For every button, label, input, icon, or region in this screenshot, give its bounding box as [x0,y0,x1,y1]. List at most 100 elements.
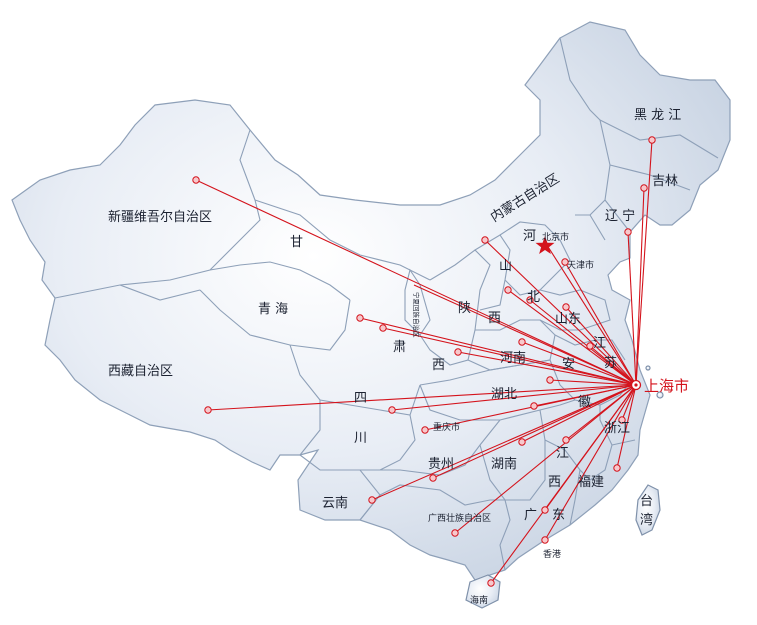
route-hunan [521,384,637,443]
label-guizhou: 贵州 [428,457,454,472]
label-taiwan-2: 湾 [640,512,653,528]
route-neimenggu [484,239,637,386]
route-shandong [565,306,637,386]
label-shanxi-1: 山 [499,259,512,274]
label-ningxia: 宁夏回族自治区 [412,292,421,338]
label-liaoning: 辽 宁 [605,208,635,224]
label-jiangsu-2: 苏 [604,355,617,371]
zhoushan-islet [656,391,664,399]
route-shaanxi [457,351,637,386]
route-zhejiang [621,384,637,421]
label-taiwan-1: 台 [640,494,653,509]
label-shaanxi-2: 西 [432,358,445,373]
dot-sichuan [388,406,396,414]
dot-liaoning [624,228,632,236]
dot-ningxia [379,324,387,332]
label-zhejiang: 浙江 [604,421,630,436]
china-mainland-outline [11,21,731,581]
label-xianggang: 香港 [543,548,561,560]
label-anhui-2: 徽 [578,395,591,410]
label-guangdong-1: 广 [524,508,537,523]
route-hainan [490,384,637,584]
dot-fujian [613,464,621,472]
route-fujian [616,384,637,469]
route-guizhou [432,384,637,479]
label-fujian: 福建 [578,475,604,490]
dot-xianggang [541,536,549,544]
label-sichuan-1: 四 [354,391,367,406]
dot-shandong [562,303,570,311]
label-yunnan: 云南 [322,495,348,511]
taiwan-island [635,484,661,536]
route-xinjiang [195,179,637,386]
dot-yunnan [368,496,376,504]
label-heilongjiang: 黑 龙 江 [634,108,681,123]
dot-shanxi [504,286,512,294]
route-hebei [529,299,637,386]
dot-hunan [518,438,526,446]
dot-hebei [526,296,534,304]
label-hunan: 湖南 [491,456,517,472]
label-beijing: 北京市 [542,231,569,243]
dot-henan [518,338,526,346]
dot-heilongjiang [648,136,656,144]
label-xinjiang: 新疆维吾尔自治区 [108,209,212,225]
label-shandong: 山东 [555,312,581,327]
route-gansu [359,317,637,386]
label-shaanxi-1: 陕 [458,301,471,316]
dot-hainan [487,579,495,587]
route-qinghai [413,284,637,386]
route-beijing [544,241,637,386]
route-ningxia [382,327,637,386]
dot-jiangsu [586,342,594,350]
dot-zhejiang [618,416,626,424]
route-tianjin [564,261,637,386]
dot-tianjin [561,258,569,266]
dot-xinjiang [192,176,200,184]
label-guangdong-2: 东 [552,508,565,523]
label-tianjin: 天津市 [567,259,594,271]
route-shanxi [507,289,637,386]
chongming-islet [645,365,651,371]
dot-chongqing [421,426,429,434]
dot-jiangxi [562,436,570,444]
label-jiangxi-1: 江 [556,446,569,461]
dot-guangxi [451,529,459,537]
label-anhui-1: 安 [562,357,575,372]
hub-marker-center [634,383,638,387]
route-jilin [635,187,645,386]
dot-shaanxi [454,348,462,356]
label-gansu-1: 甘 [290,235,303,250]
label-hebei-2: 北 [527,290,540,305]
label-gansu-2: 肃 [393,340,406,355]
destination-dots [192,136,656,587]
label-hebei-1: 河 [523,229,536,244]
capital-star-icon [535,236,555,254]
label-qinghai: 青 海 [258,302,288,317]
dot-guangdong [541,506,549,514]
route-heilongjiang [635,139,653,386]
label-jilin: 吉林 [652,174,678,189]
province-borders [54,37,719,571]
route-guangxi [454,384,637,534]
route-liaoning [627,231,637,386]
label-hubei: 湖北 [491,387,517,402]
route-anhui [549,379,637,386]
route-xizang [207,384,637,411]
dot-anhui [546,376,554,384]
route-xianggang [544,384,637,541]
label-sichuan-2: 川 [354,431,367,446]
label-xizang: 西藏自治区 [108,364,173,379]
label-jiangsu-1: 江 [593,336,606,351]
route-lines [195,139,653,584]
dot-neimenggu [481,236,489,244]
route-chongqing [424,384,637,431]
label-hainan: 海南 [470,594,488,606]
dot-jilin [640,184,648,192]
label-shanxi-2: 西 [488,311,501,326]
route-jiangsu [589,345,637,386]
dot-xizang [204,406,212,414]
label-henan: 河南 [500,350,526,366]
dot-hubei [530,402,538,410]
